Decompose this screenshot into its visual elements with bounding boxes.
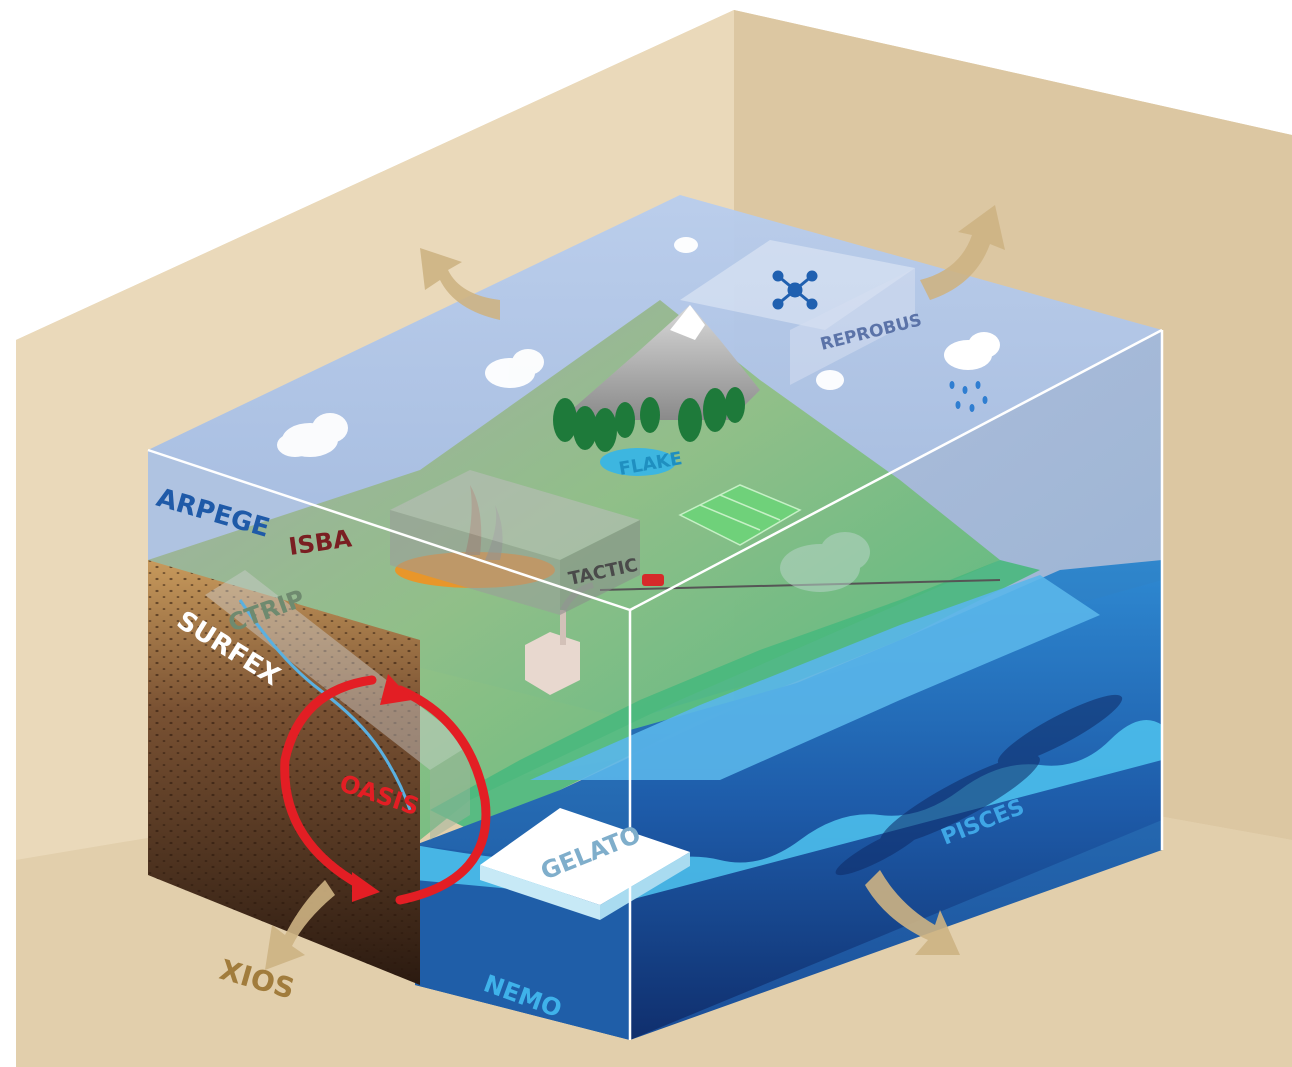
cloud-icon [277, 237, 844, 457]
crop-field-icon [678, 484, 802, 546]
forest-icon [553, 387, 745, 452]
arrow-down-right-icon [865, 870, 960, 955]
molecule-icon [772, 270, 818, 310]
box-edges [147, 328, 1164, 1040]
arrow-up-left-icon [420, 248, 500, 320]
oasis-arrowheads [352, 674, 412, 902]
cloud-icon [780, 532, 870, 592]
tactic-box [390, 470, 640, 615]
ctrip-box [205, 570, 470, 840]
arrow-up-right-icon [920, 205, 1005, 300]
rain-cloud-icon [944, 332, 1000, 412]
exchange-arrows [265, 205, 1005, 970]
sea-ice-icon [480, 808, 690, 920]
plankton-speckles [835, 694, 1123, 876]
arrow-down-left-icon [265, 880, 335, 970]
lake-icon [600, 448, 676, 476]
oasis-coupling-cycle [280, 675, 491, 905]
